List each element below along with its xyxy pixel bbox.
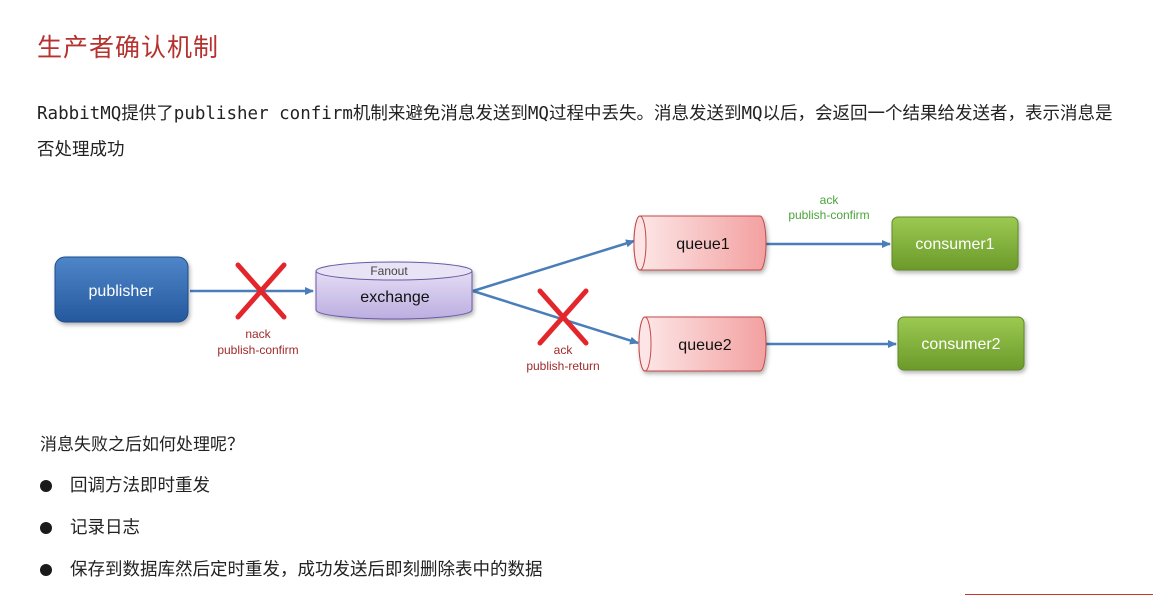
list-item-text: 保存到数据库然后定时重发，成功发送后即刻删除表中的数据 [70,560,543,580]
nack-cross-icon [235,262,287,320]
bullet-dot-icon [40,522,52,534]
consumer2-node [897,316,1025,371]
page-title: 生产者确认机制 [37,33,220,62]
list-item-text: 回调方法即时重发 [70,476,210,496]
ack-label: ack [820,193,840,207]
queue2-node [638,316,767,372]
publisher-label: publisher [89,283,155,300]
return-cross-icon [537,288,589,346]
list-item: 保存到数据库然后定时重发，成功发送后即刻删除表中的数据 [40,556,543,598]
list-item: 回调方法即时重发 [40,472,543,514]
nack-label: nack [245,327,271,341]
handling-list: 回调方法即时重发 记录日志 保存到数据库然后定时重发，成功发送后即刻删除表中的数… [40,472,543,598]
exchange-type-label: Fanout [370,264,408,278]
exchange-node [315,261,473,320]
return-sub-label: publish-return [526,359,599,373]
return-label: ack [554,343,574,357]
arrow-exchange-queue1 [472,239,635,293]
publisher-node [54,256,189,323]
queue1-node [633,215,767,271]
list-item: 记录日志 [40,514,543,556]
confirm-flow-diagram: publisher Fanout exchange queue1 queue2 … [54,193,1025,373]
footer-divider [965,594,1153,595]
question-text: 消息失败之后如何处理呢？ [40,435,244,455]
ack-sub-label: publish-confirm [788,208,869,222]
bullet-dot-icon [40,480,52,492]
list-item-text: 记录日志 [70,518,140,538]
exchange-label: exchange [360,289,429,306]
consumer2-label: consumer2 [921,336,1000,353]
bullet-dot-icon [40,564,52,576]
intro-paragraph: RabbitMQ提供了publisher confirm机制来避免消息发送到MQ… [37,104,1113,160]
queue2-label: queue2 [678,337,731,354]
consumer1-node [891,216,1019,271]
nack-sub-label: publish-confirm [217,343,298,357]
arrow-exchange-queue2 [472,289,639,345]
queue1-label: queue1 [676,236,729,253]
consumer1-label: consumer1 [915,236,994,253]
